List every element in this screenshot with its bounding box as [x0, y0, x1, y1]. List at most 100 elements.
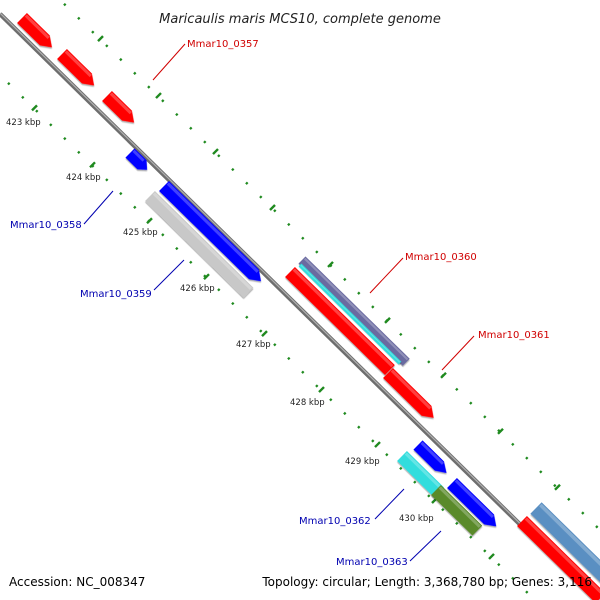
- gene-cyan-lower[interactable]: [397, 451, 445, 498]
- major-tick: [146, 217, 153, 225]
- leader-mmar10-0363: [409, 530, 442, 562]
- tick-dot: [119, 191, 123, 196]
- gene-steel-edge[interactable]: [530, 502, 600, 591]
- gene-blue-long-body[interactable]: [159, 181, 266, 286]
- gene-label-mmar10-0359[interactable]: Mmar10_0359: [80, 289, 152, 300]
- gene-label-mmar10-0358[interactable]: Mmar10_0358: [10, 220, 82, 231]
- gene-blue-lower-2-body[interactable]: [447, 478, 501, 531]
- gene-red-upper-3[interactable]: [102, 91, 139, 128]
- tick-dot: [427, 494, 431, 498]
- tick-dot: [105, 44, 109, 48]
- gene-blue-small-highlight: [132, 149, 145, 162]
- tick-dot: [371, 305, 375, 309]
- gene-labels: Mmar10_0357 Mmar10_0358 Mmar10_0359 Mmar…: [10, 39, 550, 568]
- gene-red-upper-1-highlight: [24, 14, 50, 40]
- leader-mmar10-0362: [374, 488, 405, 520]
- gene-red-mid-2[interactable]: [383, 368, 438, 423]
- tick-dot: [175, 112, 179, 117]
- kbp-label-426: 426 kbp: [180, 284, 215, 294]
- major-tick: [488, 553, 495, 560]
- gene-label-mmar10-0361[interactable]: Mmar10_0361: [478, 330, 550, 341]
- gene-blue-lower-1-body[interactable]: [413, 440, 451, 477]
- tick-track-outer: [63, 2, 599, 529]
- gene-label-mmar10-0363[interactable]: Mmar10_0363: [336, 557, 408, 568]
- kbp-label-425: 425 kbp: [123, 228, 158, 238]
- tick-dot: [147, 85, 151, 89]
- gene-label-mmar10-0362[interactable]: Mmar10_0362: [299, 516, 371, 527]
- tick-dot: [273, 343, 277, 347]
- major-tick: [203, 273, 210, 281]
- tick-dot: [329, 398, 333, 402]
- gene-red-mid-2-body[interactable]: [383, 368, 438, 423]
- gene-olive-lower[interactable]: [431, 485, 483, 536]
- gene-olive-lower-body[interactable]: [431, 485, 483, 536]
- tick-dot: [343, 411, 347, 416]
- gene-cyan-lower-body[interactable]: [397, 451, 445, 498]
- gene-blue-long[interactable]: [159, 181, 266, 286]
- tick-dot: [469, 401, 473, 405]
- tick-dot: [553, 483, 557, 488]
- major-tick: [269, 204, 276, 211]
- gene-steel-edge-body[interactable]: [530, 502, 600, 591]
- tick-dot: [525, 456, 529, 460]
- tick-dot: [245, 181, 249, 185]
- gene-olive-lower-highlight: [438, 486, 481, 528]
- gene-label-mmar10-0357[interactable]: Mmar10_0357: [187, 39, 259, 50]
- gene-red-edge-body[interactable]: [517, 516, 600, 600]
- gene-blue-small-body[interactable]: [125, 148, 151, 174]
- accession-text: Accession: NC_008347: [9, 575, 145, 589]
- tick-dot: [413, 480, 417, 484]
- tick-dot: [287, 356, 291, 361]
- gene-blue-lower-2[interactable]: [447, 478, 501, 531]
- gene-cyan-mid[interactable]: [298, 263, 402, 365]
- tick-dot: [511, 442, 515, 446]
- tick-dot: [175, 246, 179, 251]
- gene-cyan-mid-body[interactable]: [298, 263, 402, 365]
- gene-red-upper-3-highlight: [109, 92, 132, 115]
- gene-red-mid-1-highlight: [292, 268, 394, 368]
- major-tick: [31, 104, 38, 112]
- gene-purple-mid-body[interactable]: [298, 256, 410, 366]
- gene-red-mid-2-highlight: [390, 369, 432, 410]
- leader-mmar10-0358: [83, 190, 114, 225]
- tick-dot: [133, 205, 137, 209]
- tick-dot: [35, 109, 39, 113]
- gene-label-mmar10-0360[interactable]: Mmar10_0360: [405, 252, 477, 263]
- tick-dot: [7, 81, 11, 86]
- gene-gray-long-highlight: [152, 192, 252, 290]
- tick-dot: [77, 16, 81, 20]
- gene-gray-long[interactable]: [145, 191, 254, 298]
- gene-red-upper-2-highlight: [64, 50, 92, 78]
- gene-blue-lower-1[interactable]: [413, 440, 451, 477]
- gene-blue-small[interactable]: [125, 148, 151, 174]
- gene-red-mid-1[interactable]: [285, 267, 395, 376]
- tick-dot: [343, 277, 347, 282]
- gene-red-edge[interactable]: [517, 516, 600, 600]
- kbp-label-428: 428 kbp: [290, 398, 325, 408]
- tick-dot: [217, 154, 221, 158]
- gene-red-edge-highlight: [524, 517, 600, 596]
- gene-red-upper-2[interactable]: [57, 49, 99, 91]
- tick-track-inner: [7, 81, 529, 594]
- topology-text: Topology: circular; Length: 3,368,780 bp…: [261, 575, 592, 589]
- gene-red-upper-3-body[interactable]: [102, 91, 139, 128]
- gene-red-upper-1-body[interactable]: [17, 13, 57, 52]
- gene-red-mid-1-body[interactable]: [285, 267, 395, 376]
- major-tick: [440, 371, 447, 379]
- gene-red-upper-2-body[interactable]: [57, 49, 99, 91]
- genome-title: Maricaulis maris MCS10, complete genome: [159, 12, 441, 27]
- tick-dot: [161, 233, 165, 237]
- gene-purple-mid[interactable]: [298, 256, 410, 366]
- genome-backbone: [0, 12, 599, 600]
- kbp-label-429: 429 kbp: [345, 457, 380, 467]
- gene-red-upper-1[interactable]: [17, 13, 57, 52]
- tick-dot: [567, 497, 571, 501]
- major-tick: [261, 330, 268, 337]
- kbp-label-423: 423 kbp: [6, 118, 41, 128]
- tick-dot: [483, 549, 487, 553]
- tick-dot: [203, 140, 207, 144]
- gene-gray-long-body[interactable]: [145, 191, 254, 298]
- gene-blue-lower-1-highlight: [420, 441, 444, 465]
- gene-steel-edge-highlight: [539, 503, 600, 582]
